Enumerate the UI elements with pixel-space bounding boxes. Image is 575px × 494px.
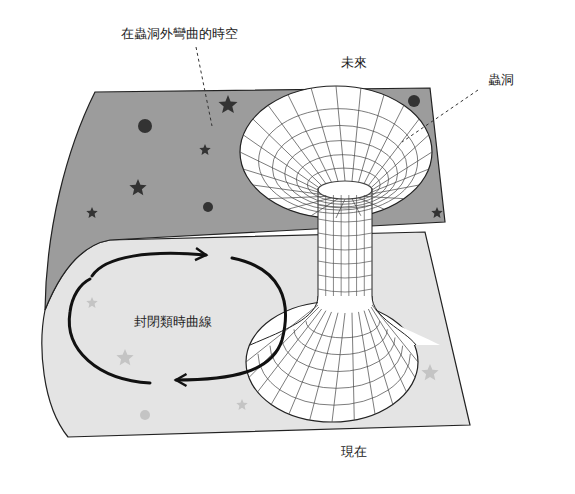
star [431,207,442,218]
label: 蟲洞 [488,72,514,88]
label: 未來 [341,55,367,71]
label: 封閉類時曲線 [134,314,212,330]
closed-timelike-curve [69,253,285,383]
dot [140,410,150,420]
star [116,349,133,365]
wormhole [240,86,440,422]
star [219,95,238,113]
star [236,399,247,410]
label: 現在 [341,444,367,460]
star [129,179,146,195]
star [199,144,210,155]
star [86,207,97,218]
label: 在蟲洞外彎曲的時空 [121,26,238,42]
leader-line [402,90,478,142]
dot [138,119,152,133]
dot [408,95,420,107]
present-sheet [42,232,470,437]
leader-line [196,47,212,126]
star [86,297,97,308]
dot [203,202,213,212]
star [421,364,438,380]
